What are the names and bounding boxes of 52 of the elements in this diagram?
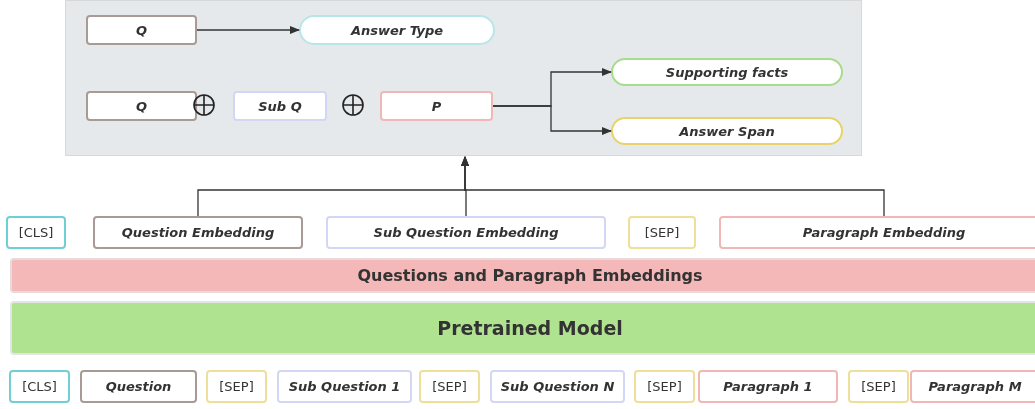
output-panel — [65, 0, 862, 156]
label-text: Question Embedding — [121, 225, 275, 240]
label-text: [SEP] — [644, 225, 680, 240]
text-box — [380, 91, 493, 121]
label-text: Answer Type — [350, 22, 444, 38]
label-text: Paragraph Embedding — [802, 225, 966, 240]
label-text: Supporting facts — [665, 64, 789, 80]
text-box — [634, 370, 695, 403]
arrow — [196, 26, 300, 34]
arrow — [461, 156, 885, 217]
text-box — [277, 370, 412, 403]
text-box — [86, 15, 197, 45]
label-text: Q — [135, 22, 148, 38]
label-text: Sub Question Embedding — [373, 225, 559, 240]
text-box — [299, 15, 495, 45]
text-box — [419, 370, 480, 403]
label-text: Pretrained Model — [437, 317, 623, 339]
label-text: [SEP] — [219, 379, 254, 394]
text-box — [6, 216, 66, 249]
label-text: [SEP] — [432, 379, 467, 394]
label-text: Sub Question N — [500, 379, 615, 394]
text-box — [80, 370, 197, 403]
text-box — [698, 370, 838, 403]
text-box — [719, 216, 1035, 249]
label-text: Q — [135, 98, 148, 114]
text-box — [233, 91, 327, 121]
label-text: Paragraph 1 — [723, 379, 813, 394]
text-box — [628, 216, 696, 249]
text-box — [490, 370, 625, 403]
text-box — [93, 216, 303, 249]
label-text: Sub Q — [258, 98, 302, 114]
label-text: [SEP] — [647, 379, 682, 394]
text-box — [848, 370, 909, 403]
arrow — [492, 105, 612, 135]
text-box — [9, 370, 70, 403]
label-text: [CLS] — [18, 225, 54, 240]
model-bar — [10, 301, 1035, 355]
label-text: Answer Span — [679, 123, 775, 139]
embedding-layer-bar — [10, 258, 1035, 293]
label-text: Paragraph M — [928, 379, 1022, 394]
label-text: Questions and Paragraph Embeddings — [357, 266, 703, 285]
text-box — [86, 91, 197, 121]
label-text: [SEP] — [861, 379, 896, 394]
label-text: P — [431, 98, 442, 114]
text-box — [326, 216, 606, 249]
text-box — [611, 117, 843, 145]
text-box — [611, 58, 843, 86]
label-text: Question — [105, 379, 172, 394]
text-box — [206, 370, 267, 403]
label-text: [CLS] — [22, 379, 57, 394]
text-box — [910, 370, 1035, 403]
label-text: Sub Question 1 — [288, 379, 401, 394]
